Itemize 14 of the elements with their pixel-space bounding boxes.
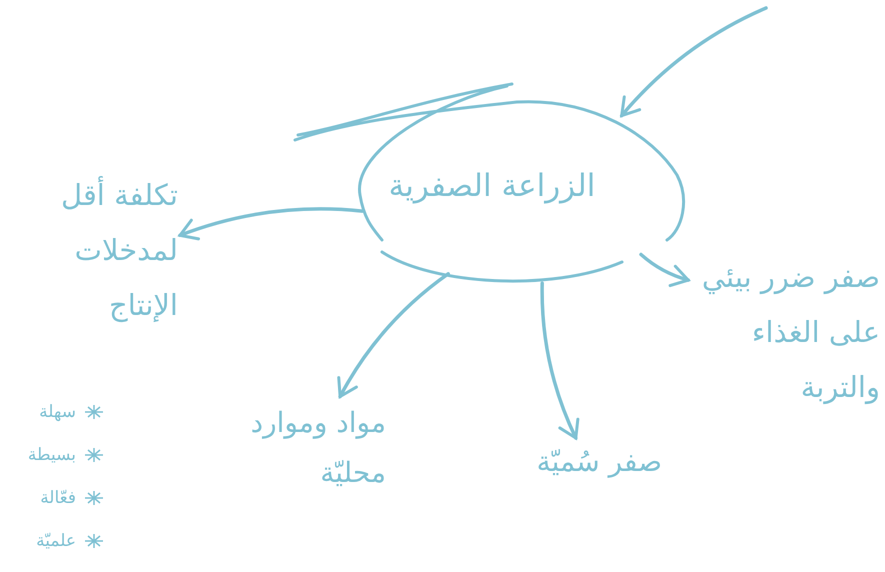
arrow — [338, 272, 450, 398]
central-topic: الزراعة الصفرية — [388, 168, 596, 204]
concept-text: صفر سُميّة — [500, 440, 662, 484]
list-item: سهلة — [39, 401, 76, 424]
list-item: بسيطة — [28, 444, 76, 467]
concept-text: تكلفة أقل لمدخلات الإنتاج — [20, 168, 178, 333]
concept-text: مواد وموارد محليّة — [200, 398, 386, 498]
list-item: علميّة — [36, 530, 76, 553]
arrow — [540, 282, 580, 440]
list-item: فعّالة — [40, 487, 76, 510]
arrow — [620, 6, 768, 118]
concept-text: صفر ضرر بيئي على الغذاء والتربة — [690, 250, 880, 415]
arrow — [639, 252, 690, 287]
arrow — [178, 207, 364, 241]
